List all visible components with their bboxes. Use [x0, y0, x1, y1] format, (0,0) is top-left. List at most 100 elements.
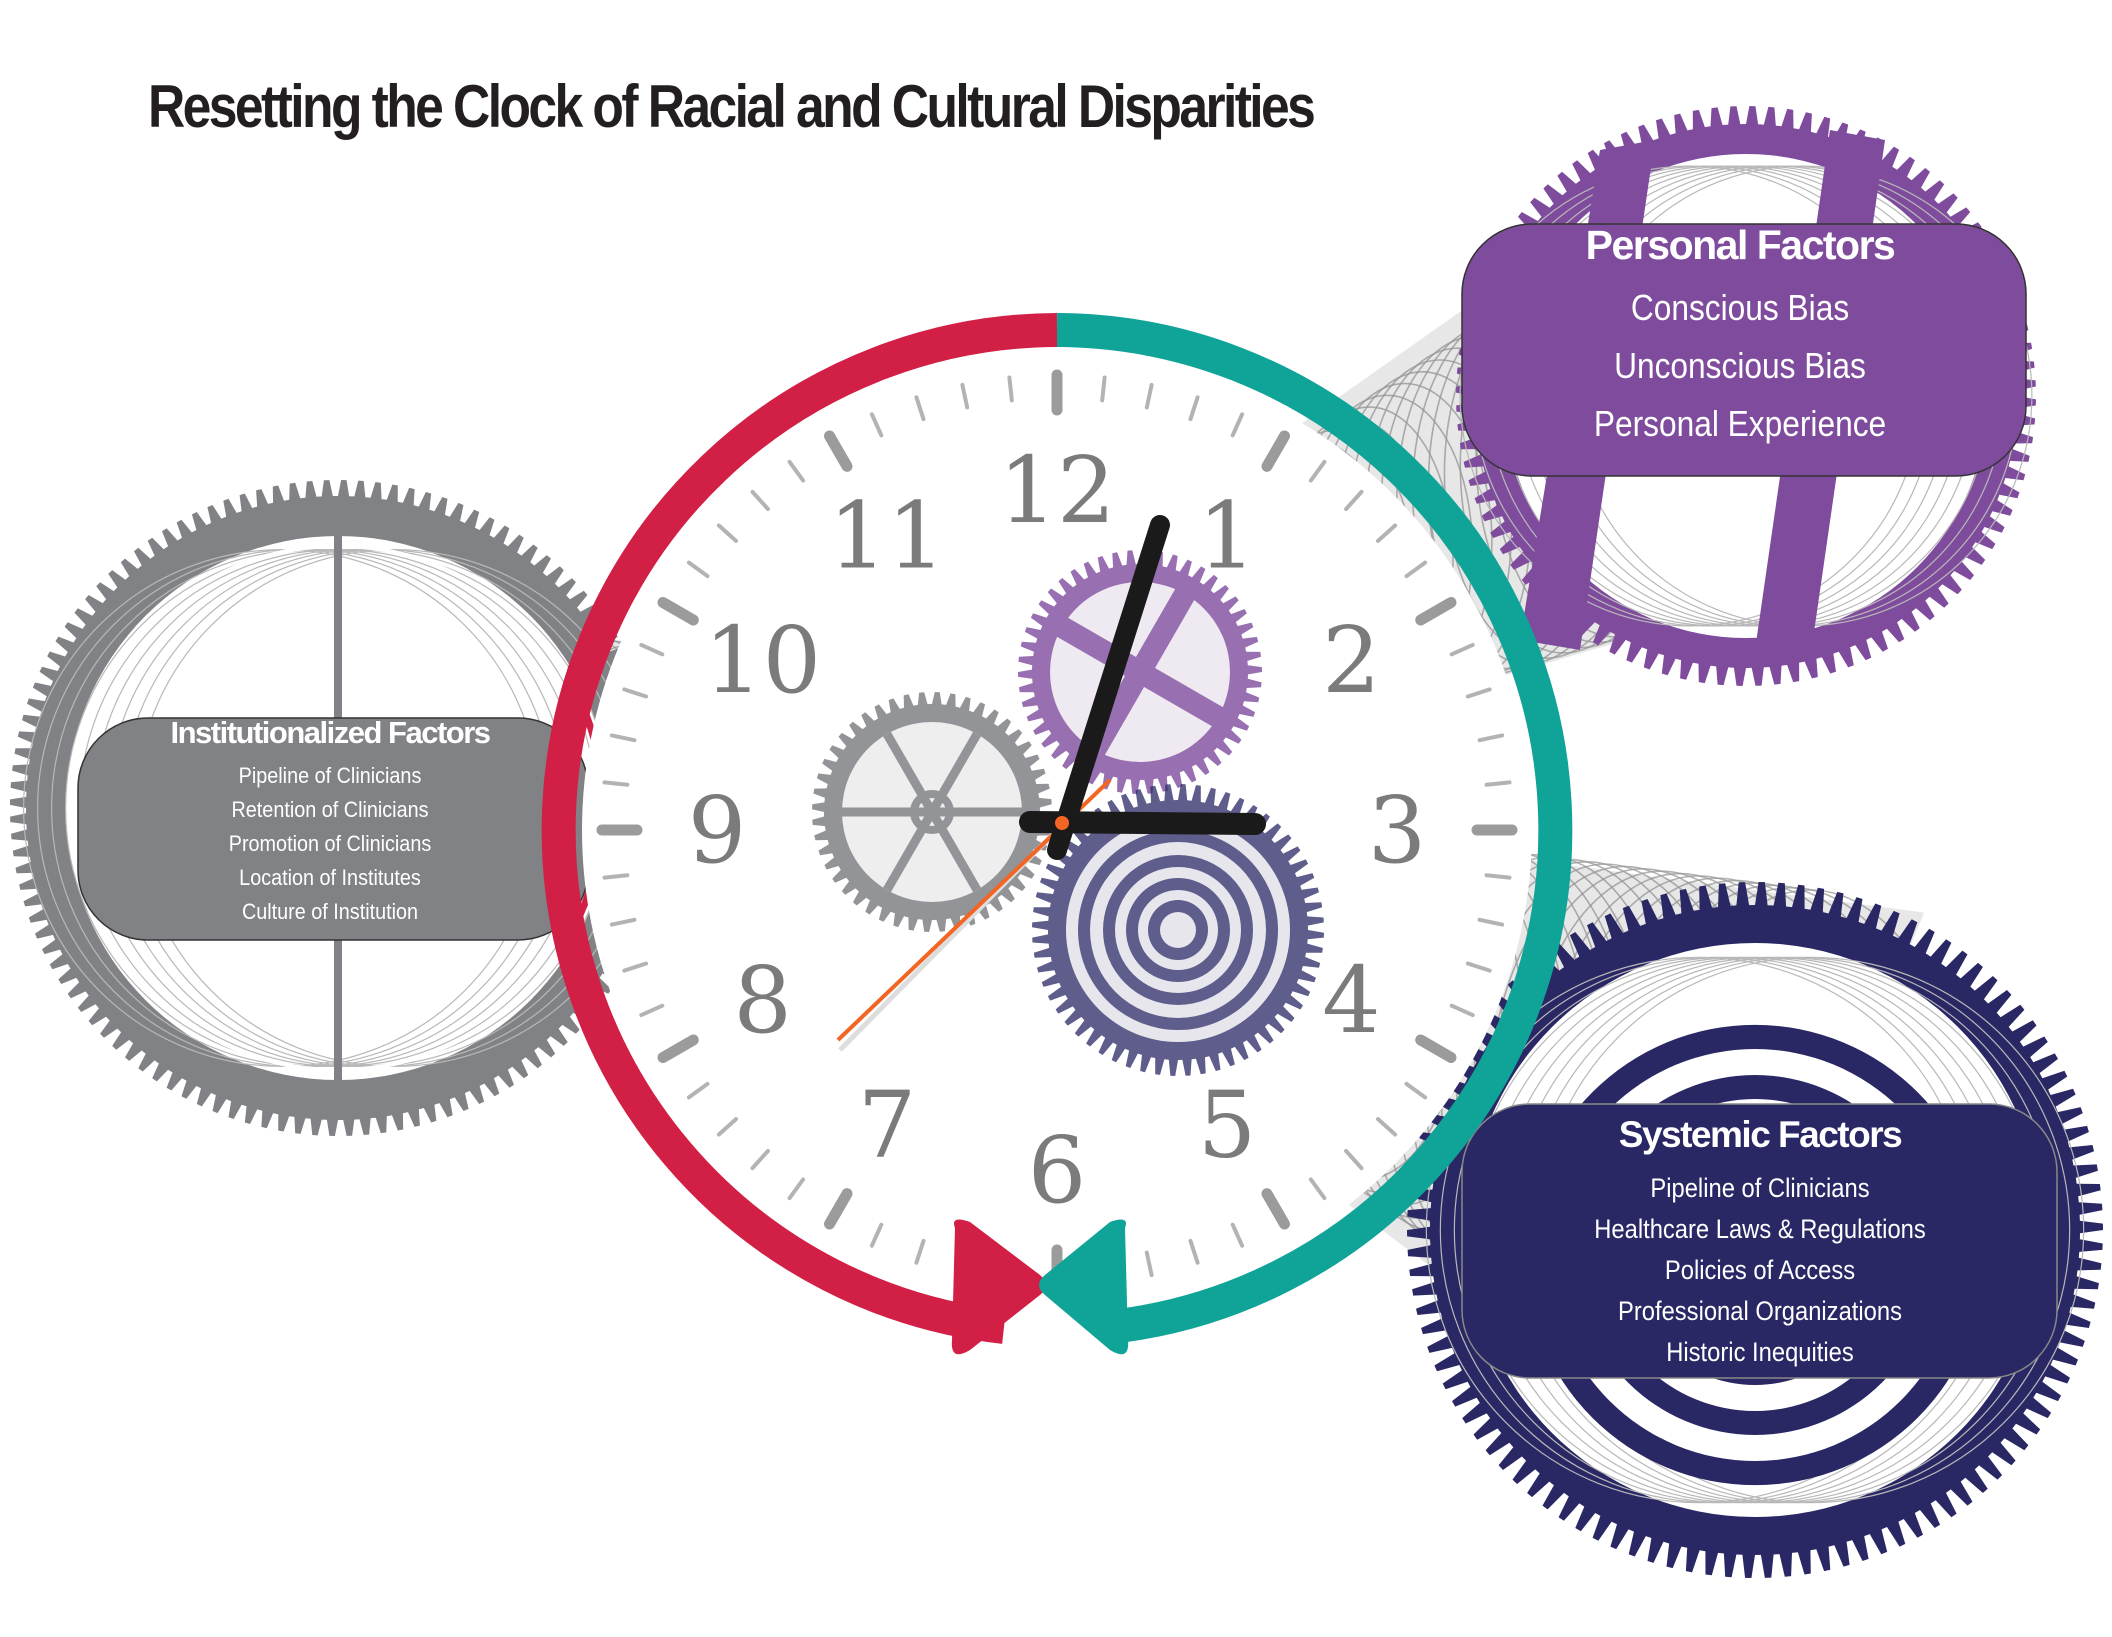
clock-minute-tick	[1144, 382, 1154, 410]
hand-pivot	[1055, 816, 1069, 830]
personal-factor-item: Personal Experience	[1593, 403, 1887, 444]
clock-minute-tick	[1308, 1177, 1327, 1201]
clock-minute-tick	[639, 642, 665, 657]
clock-ring-left	[541, 313, 1058, 1344]
clock-minute-tick	[609, 917, 637, 927]
clock-hour-tick	[1415, 1034, 1457, 1063]
small-gear-spoke	[1054, 616, 1146, 682]
clock-hands	[836, 515, 1266, 1052]
clock-minute-tick	[914, 1238, 926, 1265]
clock-number: 8	[733, 947, 792, 1054]
systemic-factor-item: Pipeline of Clinicians	[1650, 1173, 1870, 1203]
clock-minute-tick	[1465, 961, 1492, 973]
small-gear-ring	[1148, 900, 1208, 960]
clock-minute-tick	[1007, 375, 1014, 403]
personal-factor-item: Conscious Bias	[1630, 287, 1850, 328]
clock-minute-tick	[1484, 780, 1512, 787]
clock-number: 6	[1028, 1117, 1087, 1224]
clock-minute-tick	[716, 1117, 738, 1137]
clock-minute-tick	[1188, 395, 1200, 422]
reset-arrows	[951, 1219, 1129, 1355]
clock-minute-tick	[622, 961, 649, 973]
institutional-factor-item: Location of Institutes	[239, 865, 421, 890]
clock-number: 5	[1198, 1071, 1257, 1178]
clock-minute-tick	[609, 733, 637, 743]
systemic-factors-heading: Systemic Factors	[1618, 1114, 1903, 1155]
clock-minute-tick	[622, 687, 649, 699]
systemic-factor-item: Healthcare Laws & Regulations	[1594, 1214, 1926, 1244]
clock-ring-right	[1056, 313, 1573, 1344]
clock-minute-tick	[1100, 375, 1107, 403]
clock-minute-tick	[1449, 1003, 1475, 1018]
clock-minute-tick	[750, 489, 770, 511]
systemic-gear	[1407, 882, 2103, 1578]
clock-minute-tick	[750, 1149, 770, 1171]
clock-minute-tick	[1230, 1222, 1245, 1248]
reset-arrow-right	[1039, 1219, 1129, 1355]
institutional-factor-item: Pipeline of Clinicians	[238, 763, 422, 788]
clock-minute-tick	[1484, 873, 1512, 880]
clock-number: 3	[1368, 777, 1427, 884]
clock-hour-tick	[657, 1034, 699, 1063]
hour-hand	[1047, 515, 1170, 860]
personal-factors-panel: Personal Factors Conscious Bias Unconsci…	[1440, 222, 2040, 453]
small-gear-spoke	[1134, 662, 1226, 728]
clock-number: 12	[998, 437, 1115, 544]
reset-arrow-left	[951, 1219, 1046, 1355]
institutional-factors-panel: Institutionalized Factors Pipeline of Cl…	[75, 715, 585, 929]
clock-minute-tick	[1477, 733, 1505, 743]
clock-minute-tick	[686, 1081, 710, 1100]
personal-factors-heading: Personal Factors	[1585, 222, 1896, 268]
clock-minute-tick	[960, 382, 970, 410]
small-systemic-gear	[1032, 784, 1324, 1076]
small-gear-spoke	[1130, 586, 1196, 678]
systemic-factor-item: Professional Organizations	[1618, 1296, 1902, 1326]
clock-number: 2	[1322, 607, 1381, 714]
clock-number: 1	[1198, 483, 1257, 590]
small-gear-hub	[910, 790, 954, 834]
clock-minute-tick	[1404, 1081, 1428, 1100]
clock-hour-tick	[824, 1188, 853, 1230]
clock-hour-tick	[657, 597, 699, 626]
institutional-factor-item: Culture of Institution	[241, 899, 419, 924]
diagram-title: Resetting the Clock of Racial and Cultur…	[148, 73, 1316, 140]
systemic-factor-item: Historic Inequities	[1666, 1337, 1854, 1367]
clock-minute-tick	[1477, 917, 1505, 927]
clock-minute-tick	[639, 1003, 665, 1018]
clock-minute-tick	[1344, 489, 1364, 511]
clock-minute-tick	[1465, 687, 1492, 699]
small-systemic-gear-window	[1066, 818, 1290, 1042]
clock-minute-tick	[1308, 459, 1327, 483]
clock-hour-tick	[1415, 597, 1457, 626]
clock-hour-tick	[1261, 1188, 1290, 1230]
clock-minute-tick	[1449, 642, 1475, 657]
personal-gear	[1456, 106, 2036, 686]
clock-minute-tick	[1404, 560, 1428, 579]
systemic-factors-panel: Systemic Factors Pipeline of Clinicians …	[1460, 1114, 2060, 1373]
personal-factor-item: Unconscious Bias	[1614, 345, 1866, 386]
clock-minute-tick	[1376, 1117, 1398, 1137]
clock-minute-tick	[1188, 1238, 1200, 1265]
small-institutional-gear	[812, 692, 1052, 932]
institutional-gear	[10, 480, 666, 1136]
clock-minute-tick	[602, 780, 630, 787]
systemic-factor-item: Policies of Access	[1664, 1255, 1856, 1285]
clock-number: 7	[858, 1071, 917, 1178]
institutional-factor-item: Retention of Clinicians	[231, 797, 429, 822]
clock-minute-tick	[1230, 412, 1245, 438]
clock-hour-tick	[824, 430, 853, 472]
clock-minute-tick	[787, 459, 806, 483]
inner-gears	[812, 550, 1324, 1076]
clock-number: 11	[828, 483, 945, 590]
personal-factors-box	[1461, 223, 2027, 477]
institutional-factor-item: Promotion of Clinicians	[228, 831, 432, 856]
systemic-factors-box	[1461, 1103, 2058, 1379]
clock-minute-tick	[1144, 1250, 1154, 1278]
clock-minute-tick	[787, 1177, 806, 1201]
clock-number: 4	[1322, 947, 1381, 1054]
outer-gears	[10, 106, 2103, 1578]
clock-minute-tick	[1376, 523, 1398, 543]
clock-minute-tick	[869, 1222, 884, 1248]
clock-number: 9	[688, 777, 747, 884]
